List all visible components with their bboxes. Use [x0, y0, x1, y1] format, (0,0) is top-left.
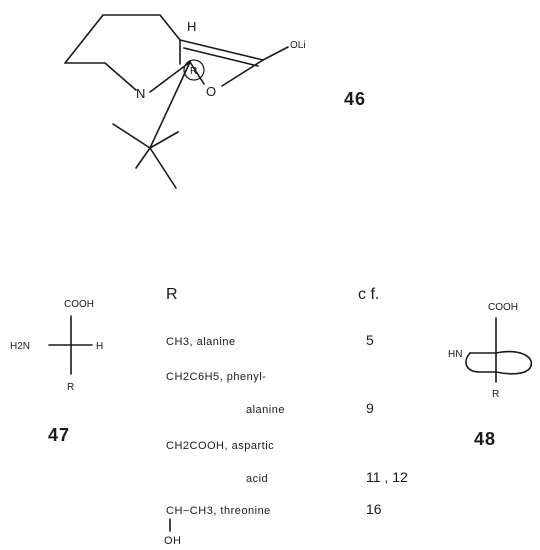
compound-number-46: 46 [344, 89, 366, 109]
atom-r: R [492, 389, 499, 400]
stereo-circle [183, 59, 205, 81]
compound-number-48: 48 [474, 429, 496, 449]
table-header-r: R [166, 286, 178, 303]
tbutyl-methyl [149, 131, 179, 149]
tbutyl-methyl [149, 147, 177, 189]
table-row: CH2COOH, aspartic acid 11 , 12 [166, 440, 408, 485]
atom-oli: OLi [290, 40, 306, 51]
double-bond [183, 47, 259, 67]
atom-h: H [96, 341, 103, 352]
stereo-descriptor: R [190, 66, 197, 77]
table-row: CH−CH3, threonine OH 16 [164, 501, 382, 547]
ring-bond [64, 14, 181, 64]
table-row-r: CH−CH3, threonine [166, 505, 271, 517]
enolate-bond [262, 46, 289, 61]
compound-48-structure: COOH HN R [448, 302, 533, 400]
table-row-cf: 16 [366, 501, 382, 517]
table-row-r: CH2COOH, aspartic [166, 440, 274, 452]
atom-n: N [136, 86, 145, 101]
compound-number-47: 47 [48, 425, 70, 445]
table-row-cf: 9 [366, 400, 374, 416]
ring-bond [221, 59, 264, 87]
table-row-r: CH2C6H5, phenyl- [166, 371, 266, 383]
compound-46-structure: N O H OLi R [64, 14, 306, 189]
table-row-cf: 5 [366, 332, 374, 348]
table-row-cf: 11 , 12 [366, 469, 408, 485]
atom-hn: HN [448, 349, 462, 360]
tbutyl-methyl [135, 147, 151, 169]
table-row: CH2C6H5, phenyl- alanine 9 [166, 371, 374, 416]
tbutyl-bond [149, 61, 191, 149]
r-group-table: R c f. CH3, alanine 5 CH2C6H5, phenyl- a… [164, 286, 408, 547]
ring-bond [189, 61, 205, 85]
ring-loop [465, 352, 497, 373]
ring-loop [495, 350, 533, 375]
atom-o: O [206, 84, 216, 99]
table-row-r-continued: alanine [246, 404, 285, 416]
atom-cooh: COOH [488, 302, 518, 313]
table-header-cf: c f. [358, 286, 379, 303]
table-row-r: CH3, alanine [166, 336, 236, 348]
table-row-r-continued: acid [246, 473, 268, 485]
atom-h: H [187, 19, 196, 34]
atom-h2n: H2N [10, 341, 30, 352]
tbutyl-methyl [112, 123, 151, 149]
compound-47-structure: COOH H2N H R [10, 299, 103, 393]
table-row-r-continued: OH [164, 535, 182, 547]
atom-r: R [67, 382, 74, 393]
atom-cooh: COOH [64, 299, 94, 310]
ring-bond [149, 61, 191, 93]
table-row: CH3, alanine 5 [166, 332, 374, 348]
double-bond [179, 39, 264, 61]
ring-bond [64, 62, 137, 91]
